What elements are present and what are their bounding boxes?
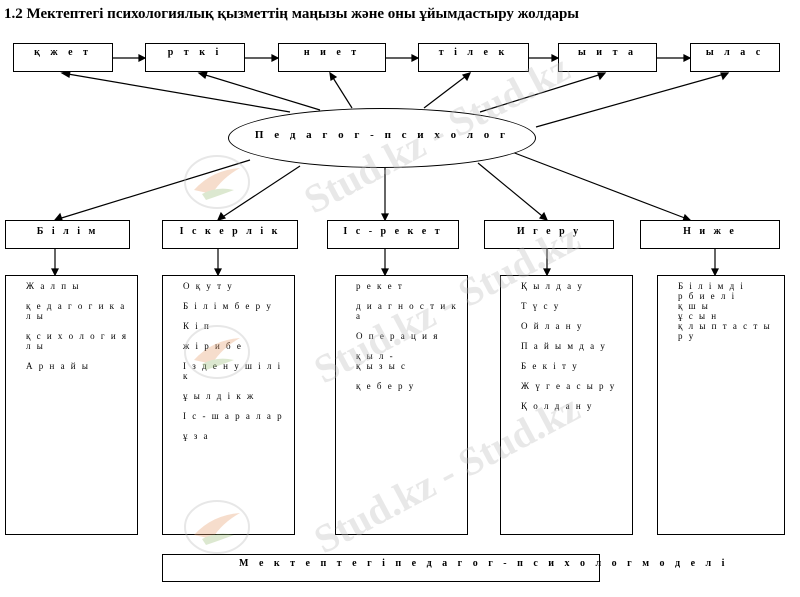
top-box-1: қ ж е т	[13, 43, 113, 72]
list-item: І с - ш а р а л а р	[183, 411, 284, 421]
list-box-2: О қ у т у Б і л і м б е р у К і п ж і р …	[162, 275, 295, 535]
list-item: қ е д а г о г и к а л ы	[26, 301, 127, 321]
list-item: ұ з а	[183, 431, 210, 441]
list-item: А р н а й ы	[26, 361, 90, 371]
list-item: Б і л і м д і р б и е л і қ ш ы ұ с ы н …	[678, 281, 772, 341]
top-box-3: н и е т	[278, 43, 386, 72]
top-box-4: т і л е к	[418, 43, 529, 72]
mid-box-4: И г е р у	[484, 220, 614, 249]
list-item: І з д е н у ш і л і к	[183, 361, 283, 381]
mid-box-1: Б і л і м	[5, 220, 130, 249]
list-item: д и а г н о с т и к а	[356, 301, 458, 321]
list-box-5: Б і л і м д і р б и е л і қ ш ы ұ с ы н …	[657, 275, 785, 535]
list-item: р е к е т	[356, 281, 404, 291]
list-item: Ж а л п ы	[26, 281, 81, 291]
list-item: О қ у т у	[183, 281, 234, 291]
list-item: Ж ү г е а с ы р у	[521, 381, 617, 391]
list-item: қ ы л - қ ы з ы с	[356, 351, 408, 371]
list-item: О п е р а ц и я	[356, 331, 440, 341]
list-item: Қ о л д а н у	[521, 401, 594, 411]
list-item: П а й ы м д а у	[521, 341, 607, 351]
list-item: ұ ы л д і к ж	[183, 391, 256, 401]
center-ellipse: П е д а г о г - п с и х о л о г	[228, 108, 536, 168]
list-item: К і п	[183, 321, 211, 331]
list-item: Т ү с у	[521, 301, 561, 311]
list-item: Б е к і т у	[521, 361, 579, 371]
mid-box-5: Н и ж е	[640, 220, 780, 249]
top-box-2: р т к і	[145, 43, 245, 72]
model-caption: М е к т е п т е г і п е д а г о г - п с …	[162, 554, 724, 582]
list-box-4: Қ ы л д а у Т ү с у О й л а н у П а й ы …	[500, 275, 633, 535]
mid-box-3: І с - р е к е т	[327, 220, 459, 249]
top-box-6: ы л а с	[690, 43, 780, 72]
list-box-3: р е к е т д и а г н о с т и к а О п е р …	[335, 275, 468, 535]
list-box-1: Ж а л п ы қ е д а г о г и к а л ы қ с и …	[5, 275, 138, 535]
mid-box-2: І с к е р л і к	[162, 220, 298, 249]
list-item: қ е б е р у	[356, 381, 416, 391]
list-item: Б і л і м б е р у	[183, 301, 273, 311]
page-title: 1.2 Мектептегі психологиялық қызметтің м…	[4, 6, 580, 22]
top-box-5: ы и т а	[558, 43, 657, 72]
list-item: О й л а н у	[521, 321, 584, 331]
list-item: ж і р и б е	[183, 341, 243, 351]
list-item: қ с и х о л о г и я л ы	[26, 331, 129, 351]
list-item: Қ ы л д а у	[521, 281, 584, 291]
